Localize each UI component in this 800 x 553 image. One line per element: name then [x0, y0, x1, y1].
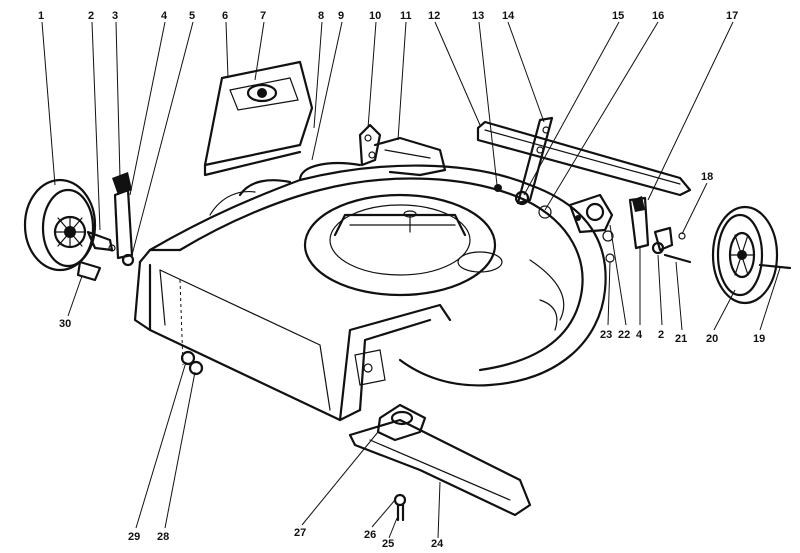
height-adjust-bar — [476, 116, 692, 206]
callout-9: 9 — [338, 10, 344, 22]
callout-14: 14 — [502, 10, 515, 22]
rear-guard — [203, 60, 314, 177]
callout-15: 15 — [612, 10, 624, 22]
callout-8: 8 — [318, 10, 324, 22]
callout-21: 21 — [675, 333, 687, 345]
mower-deck — [133, 162, 607, 422]
callout-1: 1 — [38, 10, 44, 22]
callout-24: 24 — [431, 538, 444, 550]
callout-20: 20 — [706, 333, 718, 345]
callout-2b: 2 — [658, 329, 664, 341]
callout-11: 11 — [400, 10, 412, 22]
callout-29: 29 — [128, 531, 140, 543]
callout-16: 16 — [652, 10, 664, 22]
callout-12: 12 — [428, 10, 440, 22]
callout-18: 18 — [701, 171, 713, 183]
callout-26: 26 — [364, 529, 376, 541]
callout-23: 23 — [600, 329, 612, 341]
callout-4: 4 — [161, 10, 168, 22]
callout-2: 2 — [88, 10, 94, 22]
callout-25: 25 — [382, 538, 394, 550]
callout-3: 3 — [112, 10, 118, 22]
leader-lines — [41, 21, 781, 539]
callout-28: 28 — [157, 531, 169, 543]
callout-5: 5 — [189, 10, 195, 22]
callout-19: 19 — [753, 333, 765, 345]
right-wheel — [602, 205, 792, 305]
callout-13: 13 — [472, 10, 484, 22]
blade-assembly — [180, 349, 532, 522]
callout-22: 22 — [618, 329, 630, 341]
rear-axle-bracket — [538, 193, 650, 250]
callout-10: 10 — [369, 10, 381, 22]
left-wheel — [23, 172, 135, 282]
callout-7: 7 — [260, 10, 266, 22]
callout-6: 6 — [222, 10, 228, 22]
callout-labels: 1 2 3 4 5 6 7 8 9 10 11 12 13 14 15 16 1… — [38, 10, 765, 550]
callout-30: 30 — [59, 318, 71, 330]
callout-27: 27 — [294, 527, 306, 539]
callout-17: 17 — [726, 10, 738, 22]
callout-4b: 4 — [636, 329, 643, 341]
